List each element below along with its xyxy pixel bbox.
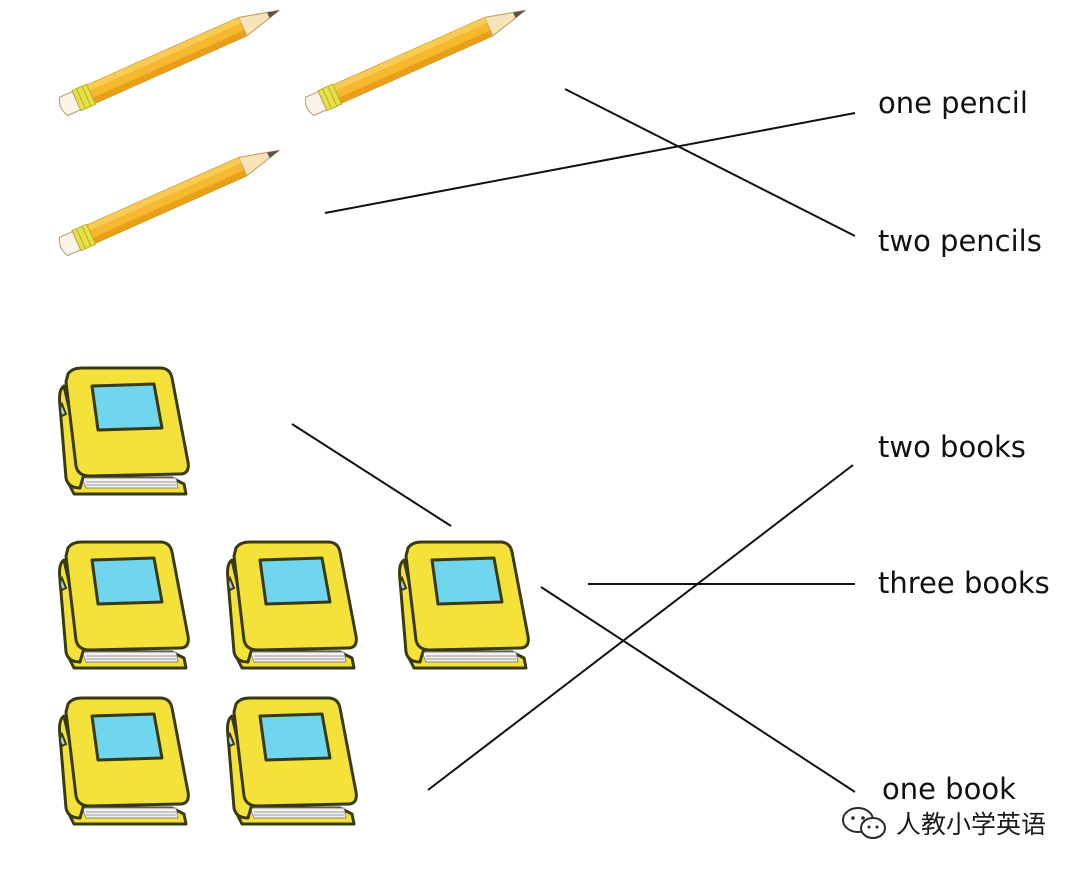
pencil-icon bbox=[301, 0, 531, 119]
match-line bbox=[427, 464, 854, 791]
wechat-icon bbox=[842, 807, 886, 839]
label-two-books: two books bbox=[878, 430, 1026, 464]
book-icon bbox=[226, 696, 358, 826]
watermark-text: 人教小学英语 bbox=[896, 810, 1047, 839]
pencil-icon bbox=[55, 0, 285, 119]
book-icon bbox=[58, 696, 190, 826]
watermark: 人教小学英语 bbox=[840, 803, 1046, 843]
match-line bbox=[564, 88, 856, 237]
book-icon bbox=[58, 366, 190, 496]
label-two-pencils: two pencils bbox=[878, 224, 1042, 258]
match-line bbox=[291, 423, 452, 527]
label-one-book: one book bbox=[882, 772, 1016, 806]
match-line bbox=[324, 112, 856, 214]
book-icon bbox=[398, 540, 530, 670]
book-icon bbox=[58, 540, 190, 670]
match-line bbox=[540, 586, 856, 793]
label-one-pencil: one pencil bbox=[878, 86, 1028, 120]
book-icon bbox=[226, 540, 358, 670]
label-three-books: three books bbox=[878, 566, 1050, 600]
pencil-icon bbox=[55, 139, 285, 259]
